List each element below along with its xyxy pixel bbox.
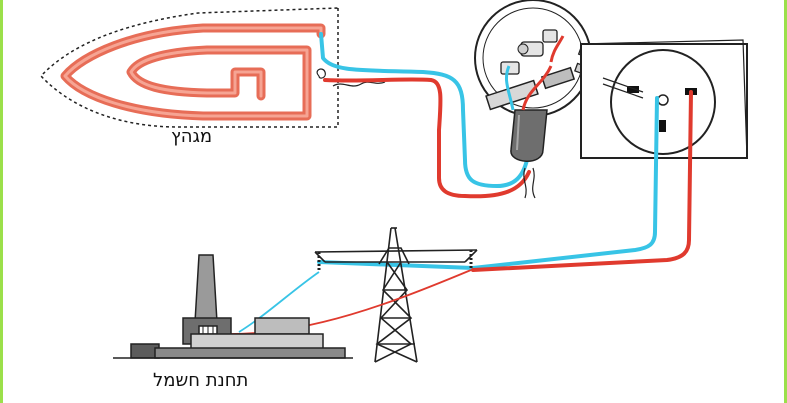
house-wiring bbox=[317, 90, 693, 272]
terminal-icon bbox=[316, 68, 326, 79]
iron-label: מגהץ bbox=[171, 126, 213, 147]
iron-cord bbox=[319, 32, 531, 199]
wall-socket-icon bbox=[580, 39, 748, 159]
plug-icon bbox=[474, 0, 616, 199]
power-station-label: תחנת חשמל bbox=[153, 370, 249, 391]
transmission-tower-icon bbox=[314, 227, 478, 363]
power-station-icon bbox=[113, 254, 353, 359]
iron-outline bbox=[39, 7, 339, 128]
iron-icon bbox=[39, 7, 386, 128]
heating-coil bbox=[60, 23, 326, 121]
electric-circuit-diagram bbox=[39, 0, 748, 363]
